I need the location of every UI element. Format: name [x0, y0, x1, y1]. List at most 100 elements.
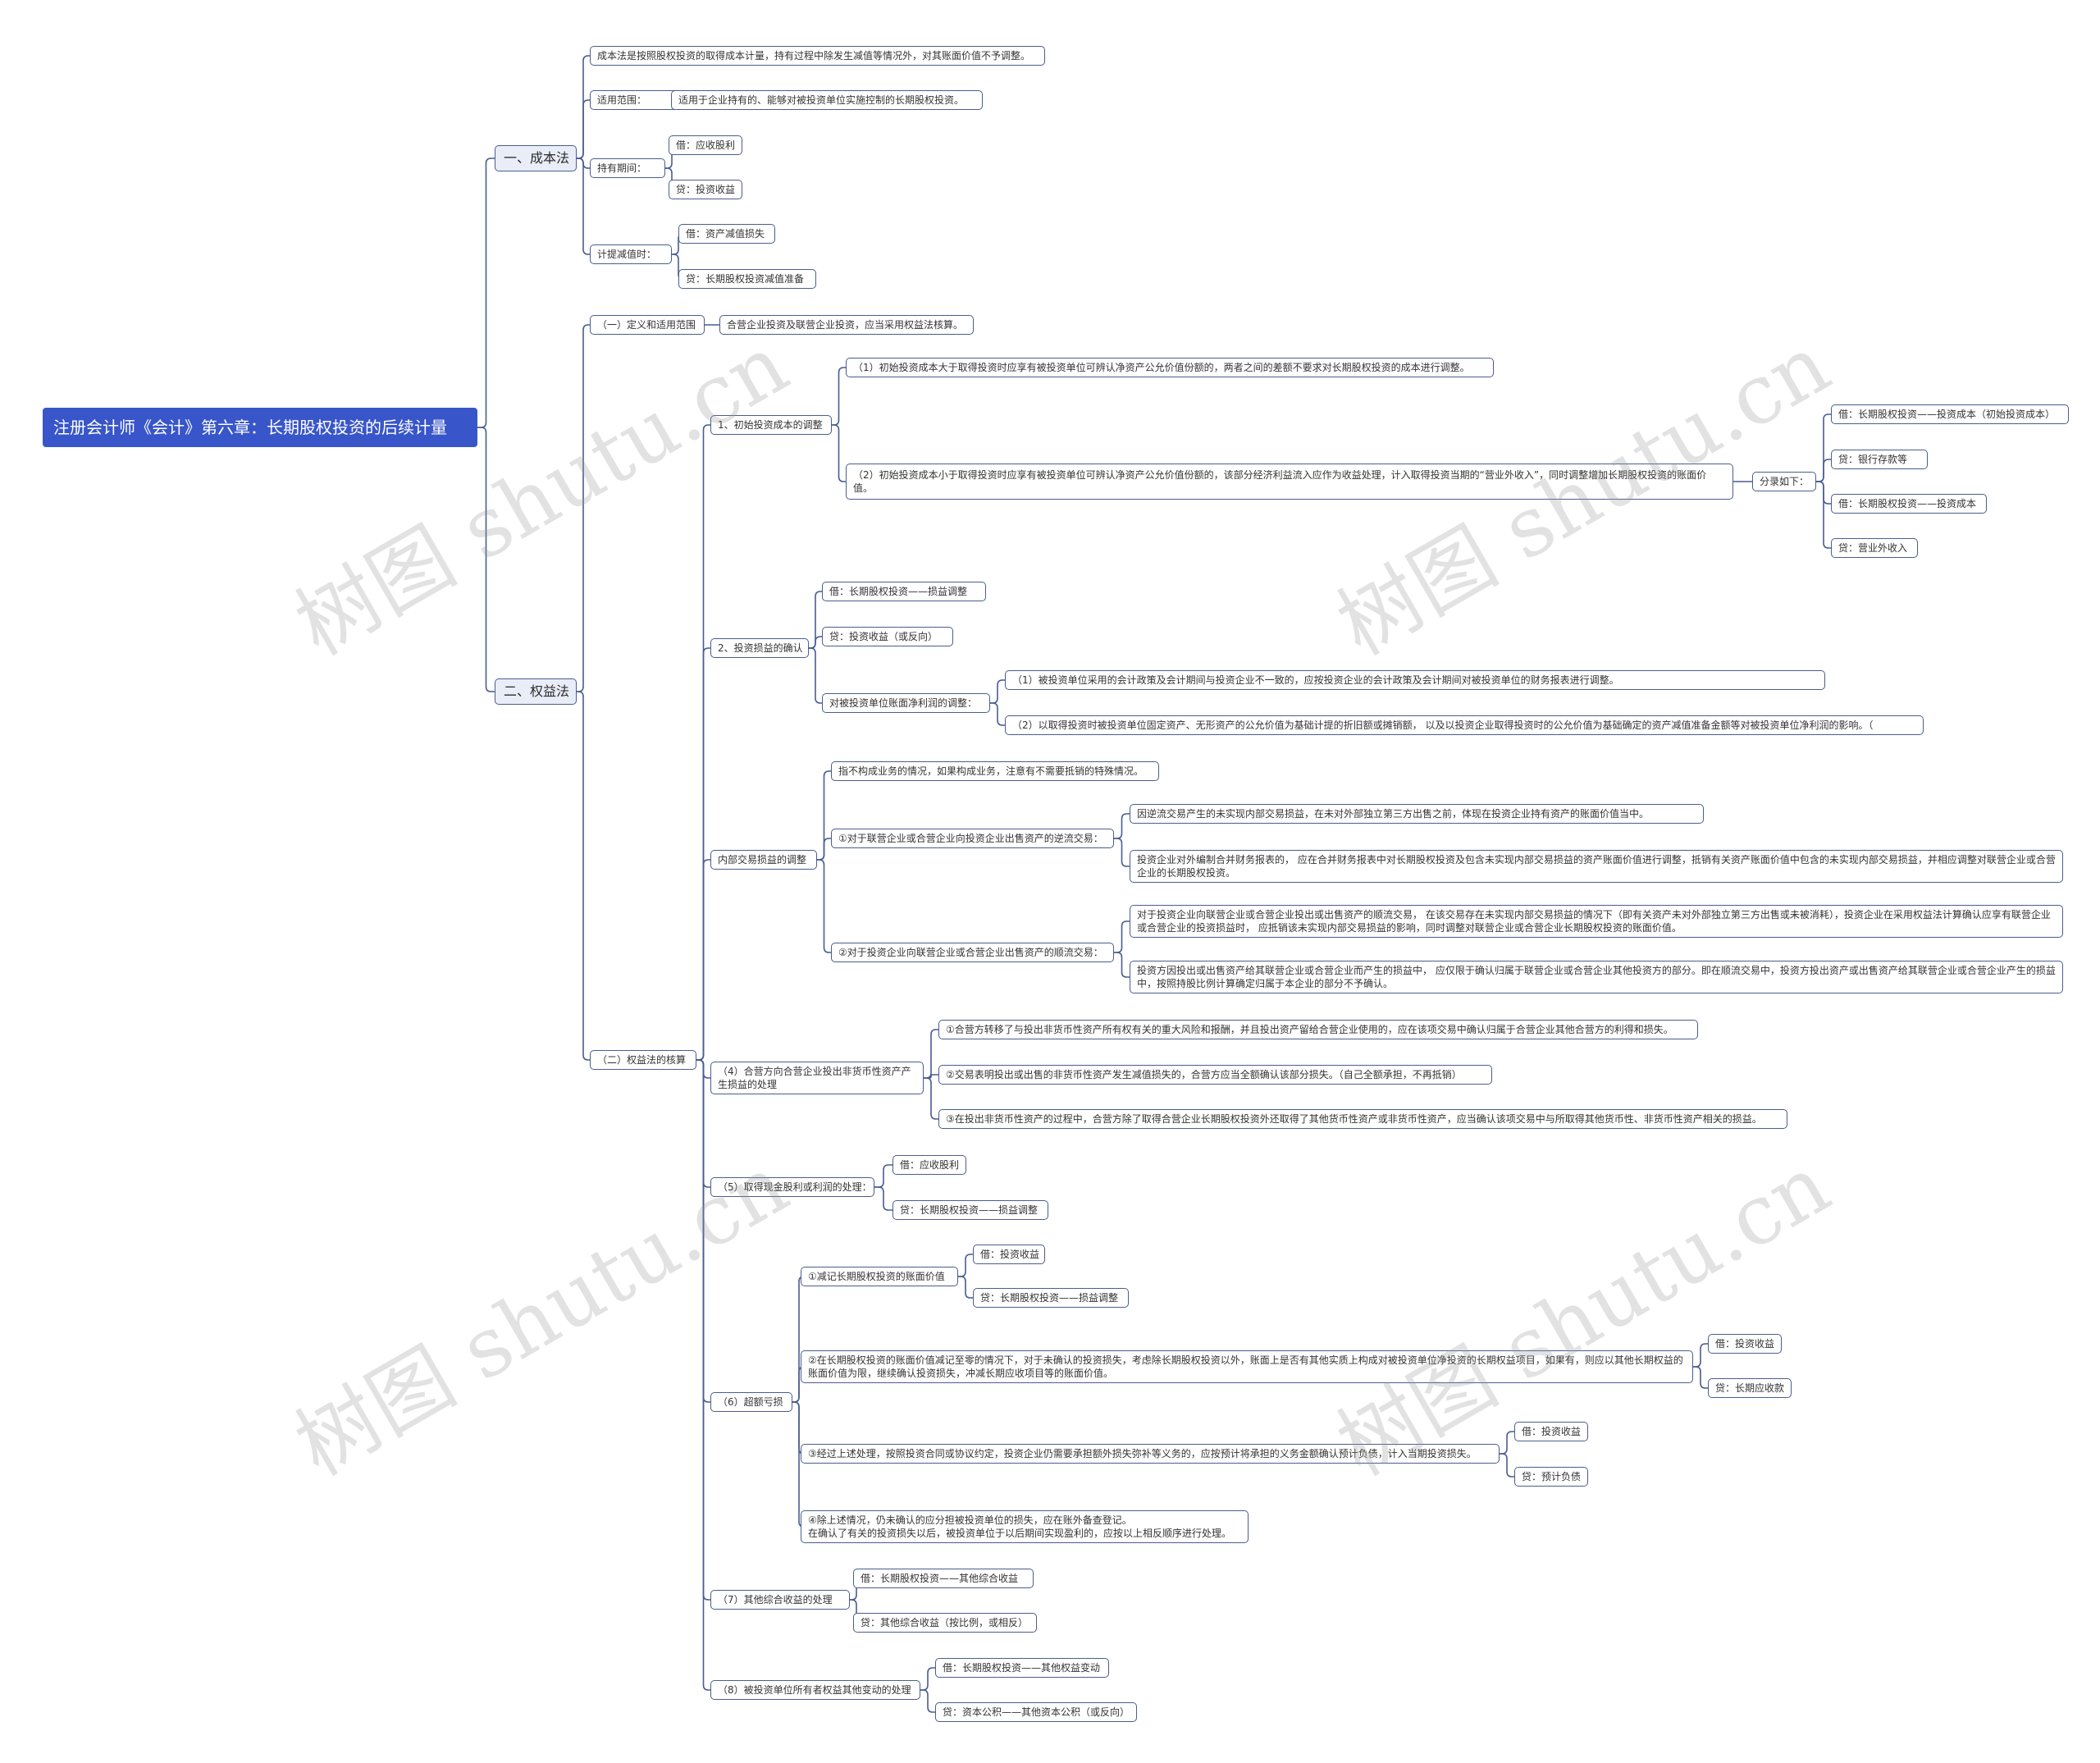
connector-e6c2	[1500, 1453, 1514, 1478]
node-e7a: 借：长期股权投资——其他综合收益	[853, 1569, 1034, 1588]
node-cost-scope-v: 适用于企业持有的、能够对被投资单位实施控制的长期股权投资。	[671, 90, 983, 110]
node-e8b: 贷：资本公积——其他资本公积（或反向）	[935, 1702, 1137, 1722]
node-e1b-j1-label: 借：长期股权投资——投资成本（初始投资成本）	[1838, 409, 2056, 420]
connector-e8a	[920, 1667, 935, 1691]
node-e6c2: 贷：预计负债	[1514, 1467, 1588, 1487]
node-e7b: 贷：其他综合收益（按比例，或相反）	[853, 1613, 1037, 1633]
connector-eq-def	[577, 324, 590, 692]
node-e5a-label: 借：应收股利	[900, 1159, 960, 1171]
node-e2: 2、投资损益的确认	[710, 638, 809, 658]
node-e4a: ①合营方转移了与投出非货币性资产所有权有关的重大风险和报酬，并且投出资产留给合营…	[938, 1020, 1698, 1039]
node-e7b-label: 贷：其他综合收益（按比例，或相反）	[861, 1617, 1029, 1628]
node-e4c: ③在投出非货币性资产的过程中，合营方除了取得合营企业长期股权投资外还取得了其他货…	[938, 1109, 1787, 1129]
connector-e4b	[924, 1074, 938, 1079]
node-cost-desc: 成本法是按照股权投资的取得成本计量，持有过程中除发生减值等情况外，对其账面价值不…	[590, 46, 1045, 66]
node-e4c-label: ③在投出非货币性资产的过程中，合营方除了取得合营企业长期股权投资外还取得了其他货…	[946, 1113, 1762, 1125]
node-e1b-j3-label: 借：长期股权投资——投资成本	[1838, 498, 1977, 509]
connector-e8	[696, 1059, 710, 1691]
connector-e2c2	[990, 702, 1005, 726]
node-e6a-label: ①减记长期股权投资的账面价值	[808, 1271, 945, 1282]
node-e7: （7）其他综合收益的处理	[710, 1590, 850, 1610]
connector-cost-imp	[577, 158, 590, 255]
node-cost-hold-c: 贷：投资收益	[669, 180, 742, 199]
node-e3b1: 因逆流交易产生的未实现内部交易损益，在未对外部独立第三方出售之前，体现在投资企业…	[1130, 804, 1704, 824]
connector-e2c	[809, 647, 822, 704]
node-e3c2-label: 投资方因投出或出售资产给其联营企业或合营企业而产生的损益中， 应仅限于确认归属于…	[1137, 965, 2056, 989]
node-eq-acc: （二）权益法的核算	[590, 1050, 696, 1070]
node-e6c: ③经过上述处理，按照投资合同或协议约定，投资企业仍需要承担额外损失弥补等义务的，…	[801, 1444, 1500, 1464]
node-cost-scope-label: 适用范围：	[597, 94, 647, 106]
node-eq-label: 二、权益法	[504, 683, 570, 699]
node-e1b-j3: 借：长期股权投资——投资成本	[1831, 494, 1987, 514]
node-cost-imp-d: 借：资产减值损失	[678, 224, 775, 244]
connector-cost-scope	[577, 99, 590, 159]
node-e8: （8）被投资单位所有者权益其他变动的处理	[710, 1680, 920, 1700]
node-e6a2-label: 贷：长期股权投资——损益调整	[980, 1292, 1119, 1304]
node-cost-scope-v-label: 适用于企业持有的、能够对被投资单位实施控制的长期股权投资。	[678, 94, 965, 106]
node-e6b-label: ②在长期股权投资的账面价值减记至零的情况下，对于未确认的投资损失，考虑除长期股权…	[808, 1354, 1683, 1379]
connector-cost	[477, 158, 495, 428]
node-e3b2-label: 投资企业对外编制合并财务报表的， 应在合并财务报表中对长期股权投资及包含未实现内…	[1137, 854, 2056, 879]
node-e1b-j2-label: 贷：银行存款等	[1838, 454, 1908, 465]
node-e2-label: 2、投资损益的确认	[718, 642, 803, 654]
node-e3a: 指不构成业务的情况，如果构成业务，注意有不需要抵销的特殊情况。	[831, 761, 1159, 781]
connector-e6d	[792, 1401, 805, 1528]
node-e7a-label: 借：长期股权投资——其他综合收益	[861, 1573, 1019, 1584]
node-e4b-label: ②交易表明投出或出售的非货币性资产发生减值损失的，合营方应当全额确认该部分损失。…	[946, 1069, 1462, 1080]
node-cost-hold-c-label: 贷：投资收益	[676, 184, 736, 195]
node-e2c1: （1）被投资单位采用的会计政策及会计期间与投资企业不一致的，应按投资企业的会计政…	[1005, 670, 1825, 690]
node-e1-label: 1、初始投资成本的调整	[718, 419, 823, 431]
node-e1b-j: 分录如下：	[1752, 472, 1816, 491]
node-e2c-label: 对被投资单位账面净利润的调整：	[829, 697, 978, 709]
node-e3c1-label: 对于投资企业向联营企业或合营企业投出或出售资产的顺流交易， 在该交易存在未实现内…	[1137, 909, 2051, 934]
connector-e1a	[832, 367, 846, 426]
node-e3c-label: ②对于投资企业向联营企业或合营企业出售资产的顺流交易：	[838, 947, 1103, 958]
node-e6b2-label: 贷：长期应收款	[1715, 1382, 1785, 1394]
connector-eq	[477, 427, 495, 692]
connector-e3b2	[1114, 838, 1130, 867]
connector-e3c2	[1114, 952, 1130, 978]
node-e1b-j-label: 分录如下：	[1760, 476, 1810, 487]
connector-e1b-j2	[1816, 459, 1831, 482]
node-e2a: 借：长期股权投资——损益调整	[822, 582, 986, 601]
node-e6d-label: ④除上述情况，仍未确认的应分担被投资单位的损失，应在账外备查登记。 在确认了有关…	[808, 1514, 1232, 1539]
node-cost-hold-d-label: 借：应收股利	[676, 139, 736, 151]
node-eq-def: （一）定义和适用范围	[590, 315, 705, 335]
node-e2c2-label: （2）以取得投资时被投资单位固定资产、无形资产的公允价值为基础计提的折旧额或摊销…	[1012, 719, 1874, 731]
node-eq-def-v-label: 合营企业投资及联营企业投资，应当采用权益法核算。	[727, 319, 964, 331]
connector-e6b1	[1693, 1343, 1708, 1368]
node-eq-def-label: （一）定义和适用范围	[597, 319, 696, 331]
node-e8b-label: 贷：资本公积——其他资本公积（或反向）	[943, 1706, 1130, 1718]
node-e6a1-label: 借：投资收益	[980, 1249, 1040, 1260]
node-e6b1-label: 借：投资收益	[1715, 1338, 1775, 1350]
connector-e3c	[817, 859, 831, 953]
node-eq-acc-label: （二）权益法的核算	[597, 1054, 687, 1066]
node-e7-label: （7）其他综合收益的处理	[718, 1594, 833, 1605]
node-e6c1-label: 借：投资收益	[1522, 1426, 1582, 1437]
node-e6d: ④除上述情况，仍未确认的应分担被投资单位的损失，应在账外备查登记。 在确认了有关…	[801, 1510, 1249, 1543]
node-e8a: 借：长期股权投资——其他权益变动	[935, 1658, 1109, 1678]
node-e6b2: 贷：长期应收款	[1708, 1378, 1792, 1398]
connector-e2c1	[990, 679, 1005, 704]
node-e6c1: 借：投资收益	[1514, 1422, 1588, 1441]
node-root-label: 注册会计师《会计》第六章：长期股权投资的后续计量	[53, 418, 447, 437]
node-e3-label: 内部交易损益的调整	[718, 854, 807, 866]
node-e3c: ②对于投资企业向联营企业或合营企业出售资产的顺流交易：	[831, 943, 1114, 962]
node-root: 注册会计师《会计》第六章：长期股权投资的后续计量	[43, 408, 477, 447]
connector-e6c1	[1500, 1431, 1514, 1455]
node-e3c1: 对于投资企业向联营企业或合营企业投出或出售资产的顺流交易， 在该交易存在未实现内…	[1130, 905, 2063, 938]
connector-e3b	[817, 838, 831, 861]
node-e1b-label: （2）初始投资成本小于取得投资时应享有被投资单位可辨认净资产公允价值份额的，该部…	[853, 469, 1707, 494]
node-e3b-label: ①对于联营企业或合营企业向投资企业出售资产的逆流交易：	[838, 833, 1103, 844]
node-cost-hold-label: 持有期间：	[597, 162, 647, 174]
node-cost-imp-c: 贷：长期股权投资减值准备	[678, 269, 816, 289]
node-eq: 二、权益法	[495, 678, 577, 705]
connector-e4a	[924, 1029, 938, 1079]
connector-e6a	[792, 1276, 805, 1403]
node-e3: 内部交易损益的调整	[710, 850, 817, 870]
node-cost-label: 一、成本法	[504, 150, 570, 166]
node-e2c2: （2）以取得投资时被投资单位固定资产、无形资产的公允价值为基础计提的折旧额或摊销…	[1005, 715, 1924, 735]
node-e8a-label: 借：长期股权投资——其他权益变动	[943, 1662, 1101, 1674]
node-e1b-j4-label: 贷：营业外收入	[1838, 542, 1908, 554]
node-e4: （4）合营方向合营企业投出非货币性资产产生损益的处理	[710, 1062, 924, 1094]
